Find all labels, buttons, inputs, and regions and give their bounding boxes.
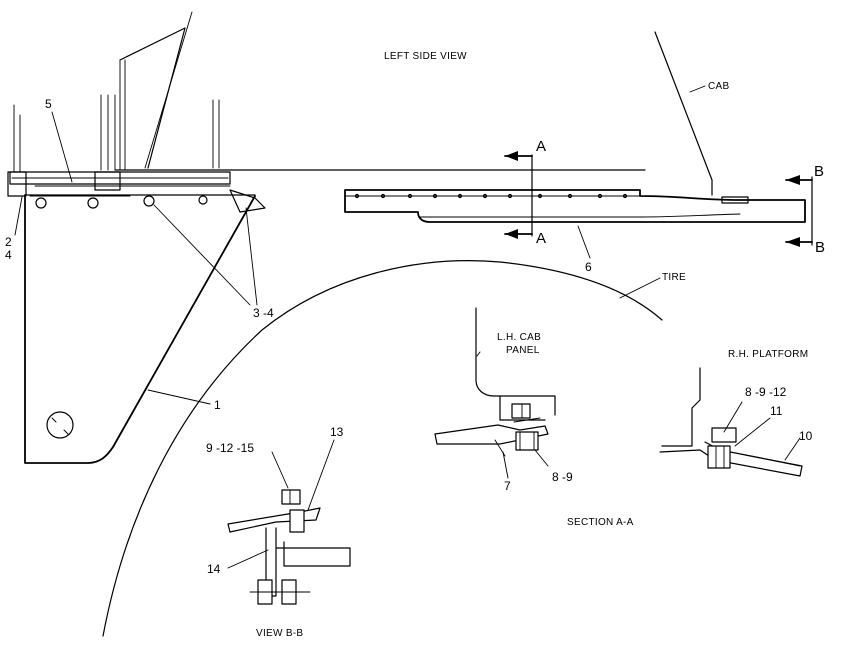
callout-5: 5 [45,97,52,111]
callout-7: 7 [504,479,511,493]
marker-b-top: B [814,163,824,180]
callout-1: 1 [214,398,221,412]
callout-13: 13 [330,425,344,439]
section-a-marker [504,151,533,239]
cab-wall [654,31,713,196]
marker-a-top: A [536,138,546,155]
label-rh-platform: R.H. PLATFORM [728,349,808,360]
label-lh-cab-panel-2: PANEL [506,345,540,356]
callout-4: 4 [5,248,12,262]
callout-6: 6 [585,260,592,274]
callout-9-12-15: 9 -12 -15 [206,441,254,455]
marker-b-bottom: B [815,239,825,256]
rail-bolts [29,195,208,209]
callout-8-9-12: 8 -9 -12 [745,385,787,399]
section-b-marker [785,175,813,247]
title-left-side-view: LEFT SIDE VIEW [384,51,467,62]
callout-8-9: 8 -9 [552,470,573,484]
fender-bracket [24,194,256,464]
platform-detail [659,367,803,477]
callout-11: 11 [770,404,783,418]
title-view-b: VIEW B-B [256,628,303,639]
label-lh-cab-panel-1: L.H. CAB [497,332,541,343]
view-b-drawing [227,439,351,605]
extension-panel [344,189,806,223]
extension-panel-rivets [354,193,628,199]
callout-14: 14 [207,562,221,576]
callout-3-4: 3 -4 [253,306,274,320]
marker-a-bottom: A [536,230,546,247]
upright-posts [13,11,220,173]
leader-lines [14,111,661,405]
section-a-drawing [434,307,556,479]
callout-10: 10 [799,429,813,443]
label-tire: TIRE [662,272,686,283]
callout-2: 2 [5,235,12,249]
fender-rail [7,171,266,213]
title-section-a: SECTION A-A [567,517,634,528]
tire-outline [102,260,663,637]
label-cab: CAB [708,81,729,92]
